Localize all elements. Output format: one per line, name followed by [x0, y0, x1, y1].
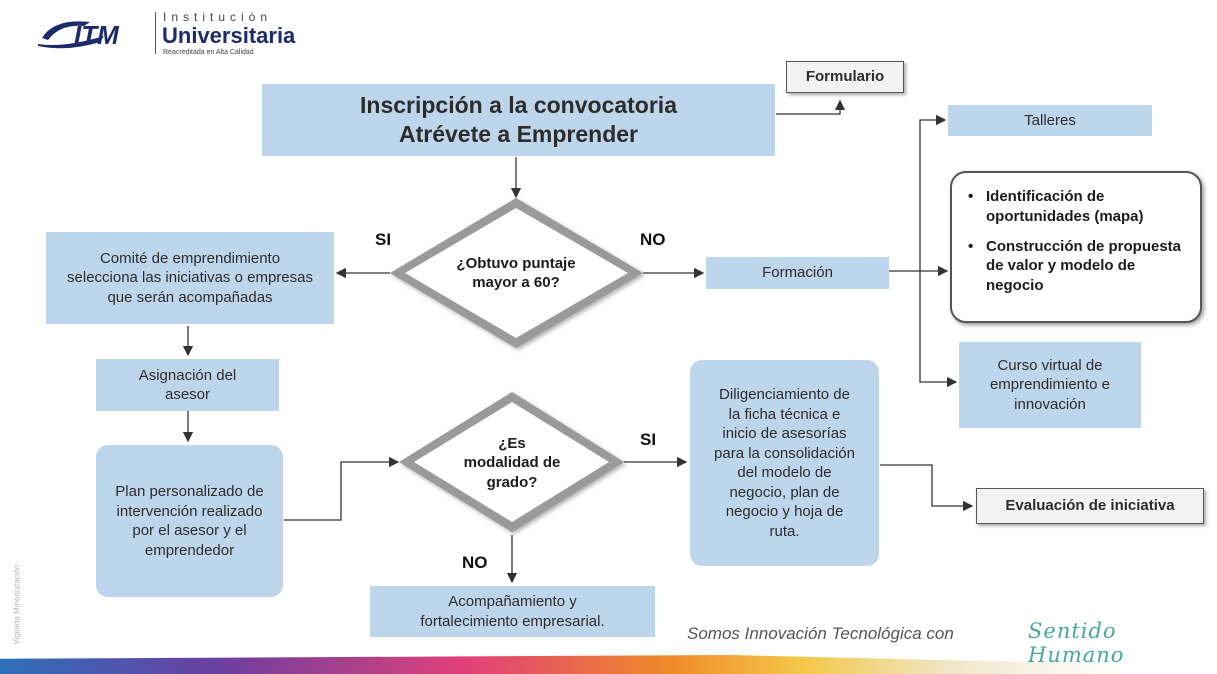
curso-box: Curso virtual de emprendimiento e innova… — [959, 342, 1141, 428]
itm-logo: ITM — [34, 14, 152, 50]
title-line2: Atrévete a Emprender — [398, 121, 639, 147]
formulario-box: Formulario — [786, 61, 904, 93]
side-text: Vigilada Mineducación — [12, 564, 22, 645]
label-si-1: SI — [375, 230, 392, 249]
institution-top: Institución — [163, 10, 273, 24]
footer-color-band — [0, 655, 1217, 674]
title-line1: Inscripción a la convocatoria — [360, 91, 677, 118]
topic-item-1: • Identificación de oportunidades (mapa) — [968, 187, 1184, 227]
label-no-1: NO — [640, 230, 666, 249]
asignacion-box: Asignación del asesor — [96, 359, 279, 411]
institution-main: Universitaria — [162, 23, 296, 48]
institution-sub: Reacreditada en Alta Calidad — [163, 49, 254, 56]
talleres-box: Talleres — [948, 105, 1152, 136]
bullet-dot: • — [968, 188, 974, 205]
logo-divider — [155, 12, 156, 54]
topic-item-2: • Construcción de propuesta de valor y m… — [968, 237, 1184, 296]
evaluacion-box: Evaluación de iniciativa — [976, 488, 1204, 524]
formacion-box: Formación — [706, 257, 889, 289]
label-no-2: NO — [462, 553, 488, 572]
plan-box: Plan personalizado de intervención reali… — [96, 445, 283, 597]
decision2-text: ¿Es modalidad de grado? — [463, 434, 561, 491]
decision-shape-2 — [399, 392, 624, 532]
diligenciamiento-box: Diligenciamiento de la ficha técnica e i… — [690, 360, 879, 566]
acompanamiento-box: Acompañamiento y fortalecimiento empresa… — [370, 586, 655, 637]
decision-shape-1 — [390, 198, 643, 348]
decision1-text: ¿Obtuvo puntaje mayor a 60? — [456, 254, 576, 292]
comite-box: Comité de emprendimiento selecciona las … — [46, 232, 334, 324]
logo-text: ITM — [74, 20, 120, 50]
label-si-2: SI — [640, 430, 657, 449]
topics-box: • Identificación de oportunidades (mapa)… — [950, 171, 1202, 323]
footer-slogan: Somos Innovación Tecnológica con — [687, 624, 954, 643]
topic-item-2-text: Construcción de propuesta de valor y mod… — [986, 237, 1182, 295]
topic-item-1-text: Identificación de oportunidades (mapa) — [986, 188, 1144, 225]
footer-slogan-script: Sentido Humano — [1028, 619, 1125, 667]
bullet-dot: • — [968, 237, 974, 255]
title-box: Inscripción a la convocatoria Atrévete a… — [262, 84, 775, 156]
